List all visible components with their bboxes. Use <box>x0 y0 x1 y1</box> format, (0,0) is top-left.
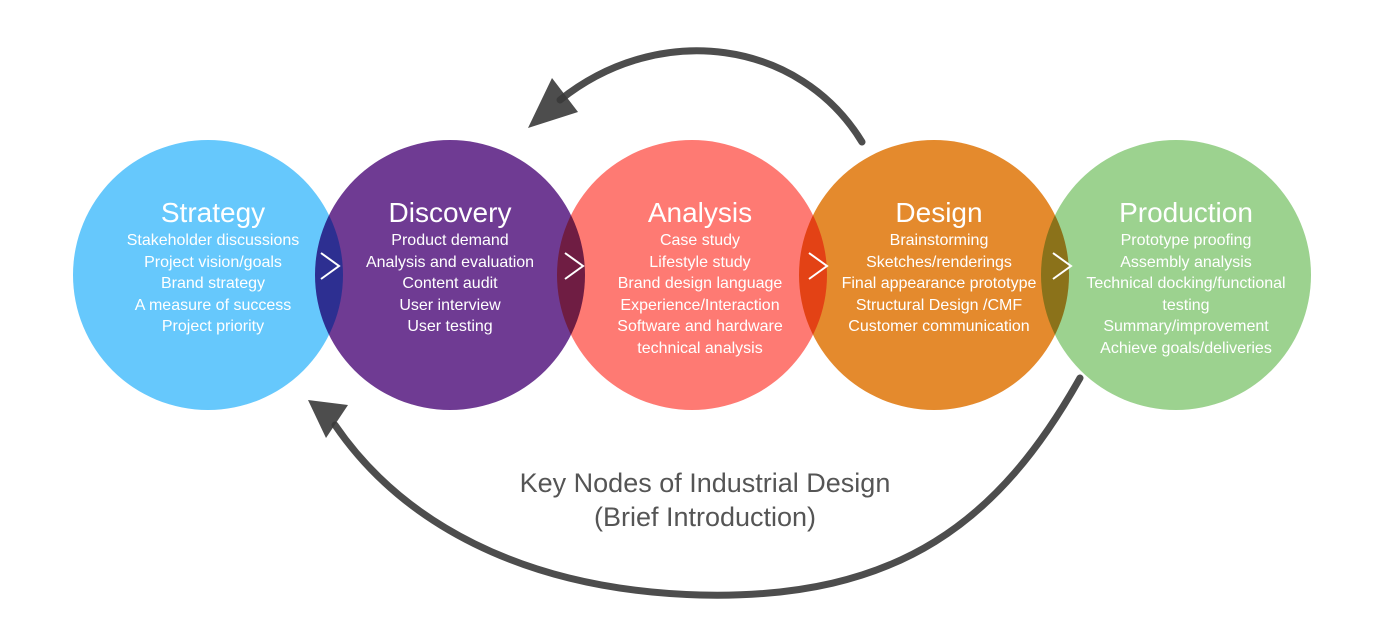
stage-item: User testing <box>407 318 493 335</box>
stage-item: Sketches/renderings <box>866 253 1012 271</box>
stage-item: testing <box>1162 296 1210 314</box>
stage-item: Case study <box>659 232 741 249</box>
stage-item: Summary/improvement <box>1103 318 1269 335</box>
stage-item: A measure of success <box>134 296 292 314</box>
stage-title: Discovery <box>388 197 512 228</box>
stage-item: Assembly analysis <box>1120 253 1252 271</box>
stage-title: Production <box>1119 197 1253 228</box>
stage-item: Structural Design /CMF <box>855 296 1023 314</box>
stage-item: Brainstorming <box>889 232 989 249</box>
stage-item: Analysis and evaluation <box>365 253 535 271</box>
bottom-curved-arrow-icon <box>331 374 1084 599</box>
diagram-caption: Key Nodes of Industrial Design (Brief In… <box>455 466 955 534</box>
production-circle <box>1041 140 1311 410</box>
stage-item: Brand strategy <box>160 275 266 292</box>
chevron-right-icon <box>808 252 829 280</box>
discovery-circle <box>315 140 585 410</box>
stage-item: Technical docking/functional <box>1086 275 1286 292</box>
caption-title: Key Nodes of Industrial Design <box>519 468 891 498</box>
stage-discovery: Discovery Product demand Analysis and ev… <box>320 198 580 338</box>
stage-item: Project vision/goals <box>144 253 282 271</box>
bottom-arrowhead-icon <box>308 400 348 438</box>
stage-title: Analysis <box>647 197 753 228</box>
stage-title: Design <box>895 197 983 228</box>
stage-item: Content audit <box>402 275 498 292</box>
stage-item: Brand design language <box>617 275 783 292</box>
chevron-right-icon <box>320 252 341 280</box>
stage-item: Prototype proofing <box>1120 232 1252 249</box>
stage-item: technical analysis <box>637 339 763 357</box>
top-arrowhead-icon <box>528 78 578 128</box>
stage-item: Final appearance prototype <box>841 275 1037 292</box>
stage-design: Design Brainstorming Sketches/renderings… <box>809 198 1069 338</box>
strategy-circle <box>73 140 343 410</box>
stage-item: Lifestyle study <box>649 253 751 271</box>
stage-item: Project priority <box>161 318 265 335</box>
stage-item: Product demand <box>391 232 509 249</box>
design-circle <box>799 140 1069 410</box>
stage-strategy: Strategy Stakeholder discussions Project… <box>83 198 343 338</box>
stage-item: Stakeholder discussions <box>126 232 300 249</box>
stage-item: User interview <box>399 296 501 314</box>
analysis-circle <box>557 140 827 410</box>
stage-production: Production Prototype proofing Assembly a… <box>1056 198 1316 359</box>
stage-item: Achieve goals/deliveries <box>1100 339 1272 357</box>
top-curved-arrow-icon <box>556 47 866 146</box>
stage-analysis: Analysis Case study Lifestyle study Bran… <box>570 198 830 359</box>
chevron-right-icon <box>1052 252 1073 280</box>
chevron-right-icon <box>564 252 585 280</box>
stage-item: Experience/Interaction <box>620 296 780 314</box>
caption-subtitle: (Brief Introduction) <box>593 502 817 532</box>
stage-item: Software and hardware <box>617 318 783 335</box>
stage-title: Strategy <box>160 197 266 228</box>
stage-item: Customer communication <box>848 318 1030 335</box>
